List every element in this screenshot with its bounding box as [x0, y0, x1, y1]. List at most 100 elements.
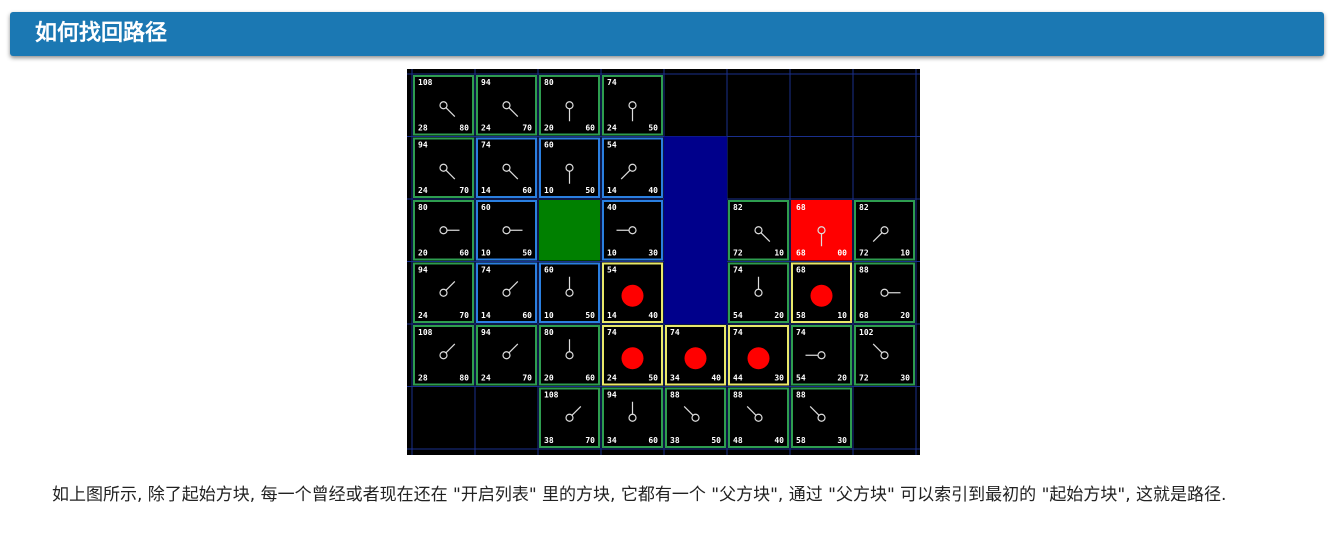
- f-score: 74: [607, 78, 617, 87]
- g-score: 38: [544, 436, 554, 445]
- g-score: 24: [481, 124, 491, 133]
- f-score: 60: [544, 141, 554, 150]
- parent-pointer: [809, 406, 820, 416]
- pointer-knob: [880, 226, 889, 235]
- pointer-knob: [439, 351, 448, 360]
- pointer-knob: [502, 101, 511, 110]
- g-score: 24: [418, 311, 428, 320]
- h-score: 70: [459, 186, 469, 195]
- g-score: 58: [796, 311, 806, 320]
- f-score: 54: [607, 141, 617, 150]
- section-header: 如何找回路径: [10, 12, 1324, 56]
- open-cell: [539, 75, 600, 136]
- path-dot: [684, 347, 707, 370]
- path-cell: [665, 325, 726, 386]
- f-score: 74: [481, 141, 491, 150]
- h-score: 20: [837, 374, 847, 383]
- h-score: 70: [459, 311, 469, 320]
- g-score: 58: [796, 436, 806, 445]
- open-cell: [476, 325, 537, 386]
- g-score: 10: [481, 249, 491, 258]
- parent-pointer: [508, 343, 519, 354]
- parent-pointer: [445, 343, 456, 354]
- path-dot: [621, 347, 644, 370]
- parent-pointer: [872, 232, 883, 242]
- f-score: 68: [796, 203, 806, 212]
- open-cell: [539, 387, 600, 448]
- g-score: 68: [859, 311, 869, 320]
- h-score: 10: [837, 311, 847, 320]
- h-score: 70: [585, 436, 595, 445]
- g-score: 54: [796, 374, 806, 383]
- g-score: 38: [670, 436, 680, 445]
- f-score: 80: [544, 328, 554, 337]
- parent-pointer: [760, 232, 771, 242]
- pointer-knob: [502, 288, 511, 297]
- wall-cell: [664, 261, 727, 324]
- h-score: 50: [711, 436, 721, 445]
- h-score: 50: [648, 374, 658, 383]
- closed-cell: [539, 137, 600, 198]
- h-score: 10: [900, 249, 910, 258]
- closed-cell: [602, 137, 663, 198]
- h-score: 50: [585, 311, 595, 320]
- g-score: 14: [607, 311, 617, 320]
- pointer-knob: [565, 413, 574, 422]
- path-dot: [810, 284, 833, 307]
- parent-pointer: [571, 406, 582, 416]
- h-score: 60: [585, 124, 595, 133]
- closed-cell: [539, 262, 600, 323]
- f-score: 88: [733, 391, 743, 400]
- parent-pointer: [620, 169, 631, 180]
- f-score: 74: [481, 266, 491, 275]
- open-cell: [854, 262, 915, 323]
- g-score: 54: [733, 311, 743, 320]
- h-score: 20: [900, 311, 910, 320]
- open-cell: [665, 387, 726, 448]
- section-title: 如何找回路径: [35, 21, 168, 46]
- pointer-knob: [502, 351, 511, 360]
- parent-pointer: [746, 406, 757, 416]
- parent-pointer: [445, 107, 456, 117]
- parent-pointer: [508, 107, 519, 117]
- f-score: 94: [418, 141, 428, 150]
- pointer-knob: [502, 163, 511, 172]
- f-score: 60: [544, 266, 554, 275]
- pointer-knob: [439, 163, 448, 172]
- parent-pointer: [508, 281, 519, 291]
- f-score: 88: [859, 266, 869, 275]
- body-paragraph: 如上图所示, 除了起始方块, 每一个曾经或者现在还在 "开启列表" 里的方块, …: [52, 485, 1227, 505]
- f-score: 94: [481, 78, 491, 87]
- g-score: 72: [733, 249, 743, 258]
- pointer-knob: [691, 413, 700, 422]
- f-score: 80: [544, 78, 554, 87]
- closed-cell: [476, 200, 537, 261]
- parent-pointer: [445, 169, 456, 180]
- h-score: 30: [774, 374, 784, 383]
- f-score: 74: [733, 328, 743, 337]
- h-score: 40: [648, 311, 658, 320]
- h-score: 40: [774, 436, 784, 445]
- pointer-knob: [628, 163, 637, 172]
- wall-cell: [664, 136, 727, 199]
- h-score: 40: [711, 374, 721, 383]
- open-cell: [791, 387, 852, 448]
- pointer-knob: [439, 288, 448, 297]
- closed-cell: [602, 200, 663, 261]
- f-score: 40: [607, 203, 617, 212]
- h-score: 20: [774, 311, 784, 320]
- target-cell: [791, 200, 852, 261]
- g-score: 20: [418, 249, 428, 258]
- g-score: 20: [544, 124, 554, 133]
- f-score: 82: [859, 203, 869, 212]
- pointer-knob: [439, 101, 448, 110]
- h-score: 50: [522, 249, 532, 258]
- h-score: 50: [648, 124, 658, 133]
- g-score: 10: [544, 186, 554, 195]
- path-dot: [621, 284, 644, 307]
- path-cell: [791, 262, 852, 323]
- h-score: 30: [648, 249, 658, 258]
- g-score: 20: [544, 374, 554, 383]
- pointer-knob: [880, 351, 889, 360]
- h-score: 60: [522, 186, 532, 195]
